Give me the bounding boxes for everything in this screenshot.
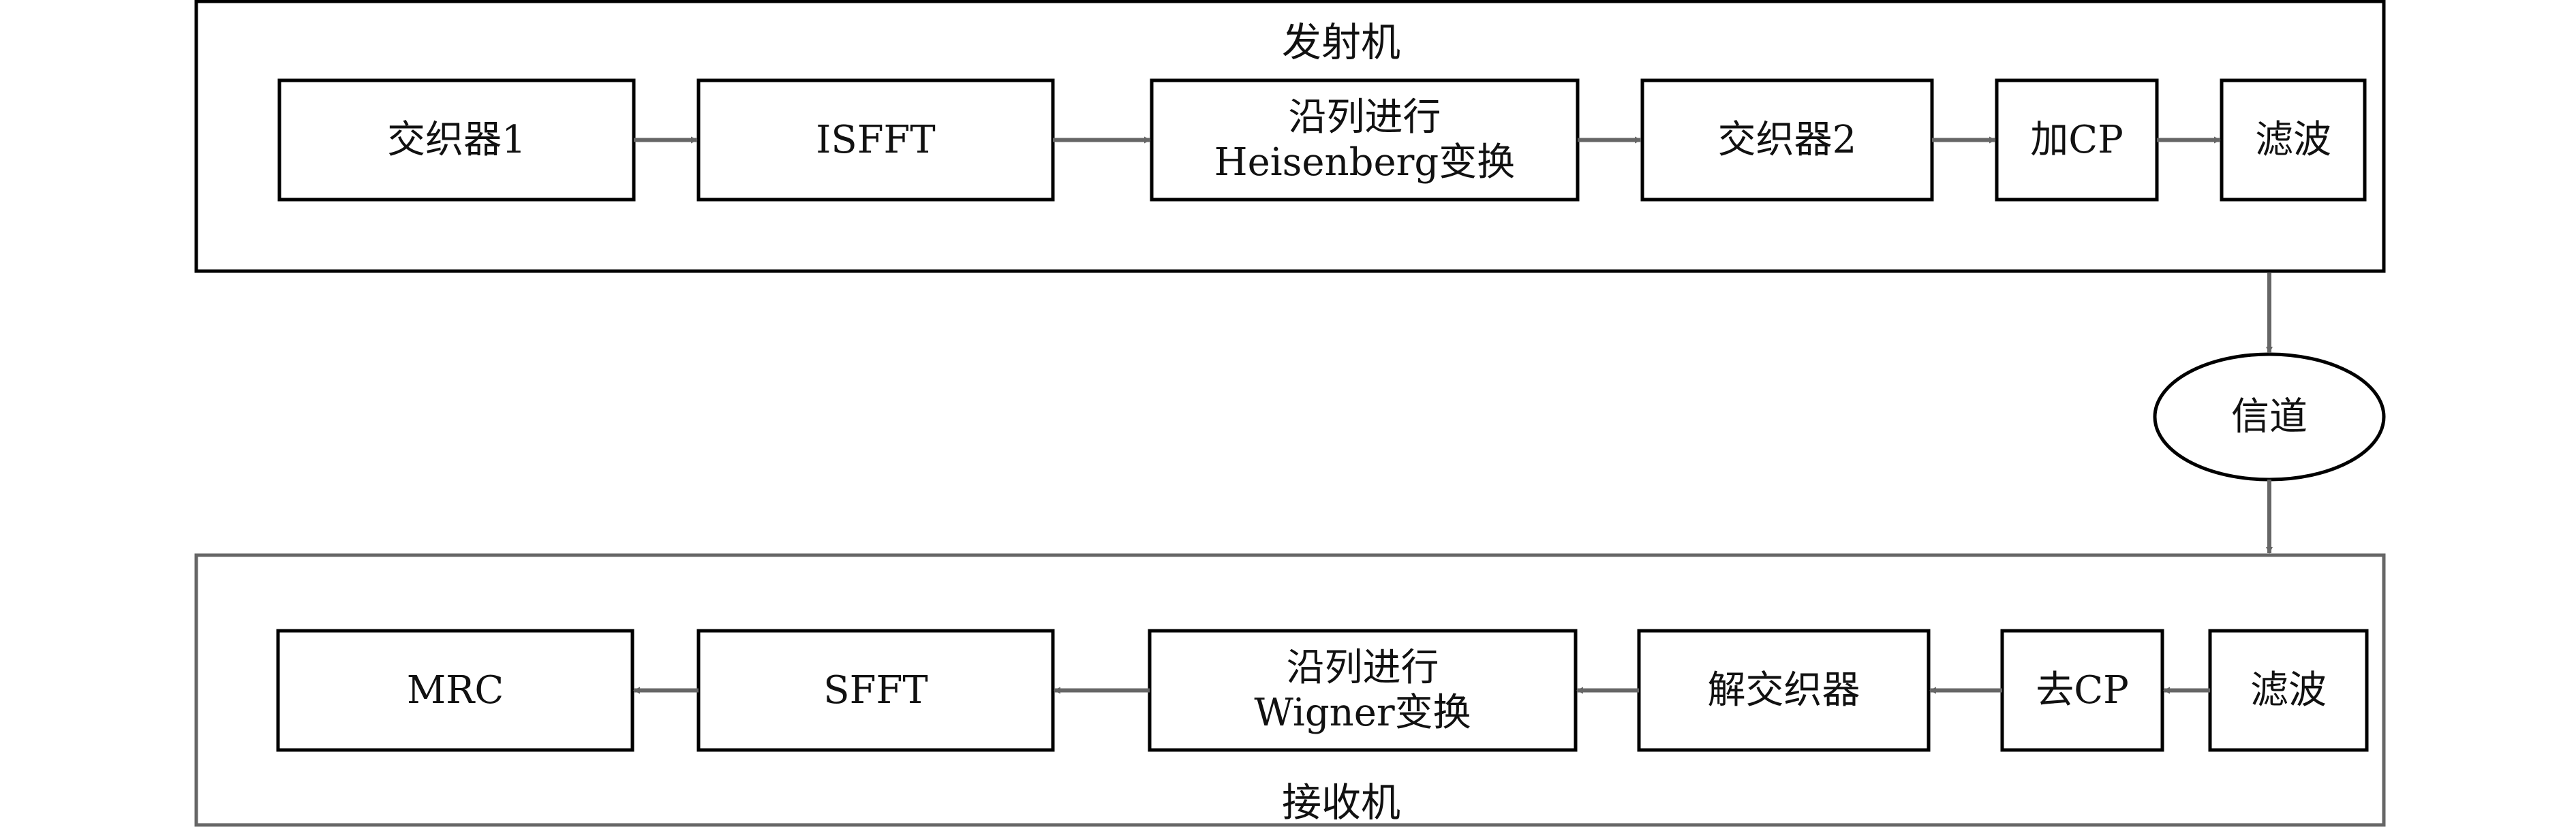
tx-add-cp-box bbox=[1995, 78, 2159, 202]
tx-isfft-label-line-1: ISFFT bbox=[816, 118, 936, 162]
tx-heisenberg-box bbox=[1150, 78, 1580, 202]
rx-wigner-label-line-2: Wigner变换 bbox=[1254, 691, 1471, 735]
rx-remove-cp-label-line-1: 去CP bbox=[2036, 668, 2129, 713]
channel-label: 信道 bbox=[2231, 395, 2307, 439]
tx-filter-box bbox=[2220, 78, 2367, 202]
rx-mrc-label-line-1: MRC bbox=[407, 668, 504, 713]
rx-wigner-box bbox=[1148, 629, 1578, 752]
rx-sfft-block: SFFT bbox=[696, 629, 1055, 752]
receiver-title: 接收机 bbox=[1282, 779, 1400, 826]
receiver-frame bbox=[194, 553, 2386, 827]
tx-heisenberg-label-line-1: 沿列进行 bbox=[1289, 95, 1441, 140]
rx-filter-box bbox=[2208, 629, 2369, 752]
tx-filter-label-line-1: 滤波 bbox=[2255, 118, 2331, 162]
rx-mrc-block: MRC bbox=[276, 629, 634, 752]
rx-filter-block: 滤波 bbox=[2208, 629, 2369, 752]
rx-sfft-label-line-1: SFFT bbox=[823, 668, 927, 713]
transmitter-title: 发射机 bbox=[1282, 19, 1400, 65]
signal-flow-arrows bbox=[633, 136, 2273, 694]
rx-deinterleaver-label-line-1: 解交织器 bbox=[1708, 668, 1860, 713]
tx-interleaver1-label-line-1: 交织器1 bbox=[387, 118, 526, 162]
tx-add-cp-label-line-1: 加CP bbox=[2030, 118, 2123, 162]
tx-isfft-block: ISFFT bbox=[696, 78, 1055, 202]
tx-interleaver1-block: 交织器1 bbox=[277, 78, 636, 202]
rx-sfft-box bbox=[696, 629, 1055, 752]
tx-filter-block: 滤波 bbox=[2220, 78, 2367, 202]
rx-remove-cp-block: 去CP bbox=[2000, 629, 2164, 752]
tx-interleaver2-label-line-1: 交织器2 bbox=[1718, 118, 1857, 162]
rx-deinterleaver-block: 解交织器 bbox=[1637, 629, 1931, 752]
tx-interleaver2-box bbox=[1640, 78, 1934, 202]
tx-heisenberg-label-line-2: Heisenberg变换 bbox=[1214, 140, 1515, 185]
tx-interleaver2-block: 交织器2 bbox=[1640, 78, 1934, 202]
transmitter-frame bbox=[194, 0, 2386, 273]
rx-wigner-label-line-1: 沿列进行 bbox=[1287, 646, 1439, 690]
rx-mrc-box bbox=[276, 629, 634, 752]
rx-deinterleaver-box bbox=[1637, 629, 1931, 752]
tx-interleaver1-box bbox=[277, 78, 636, 202]
tx-add-cp-block: 加CP bbox=[1995, 78, 2159, 202]
rx-filter-label-line-1: 滤波 bbox=[2250, 668, 2327, 713]
